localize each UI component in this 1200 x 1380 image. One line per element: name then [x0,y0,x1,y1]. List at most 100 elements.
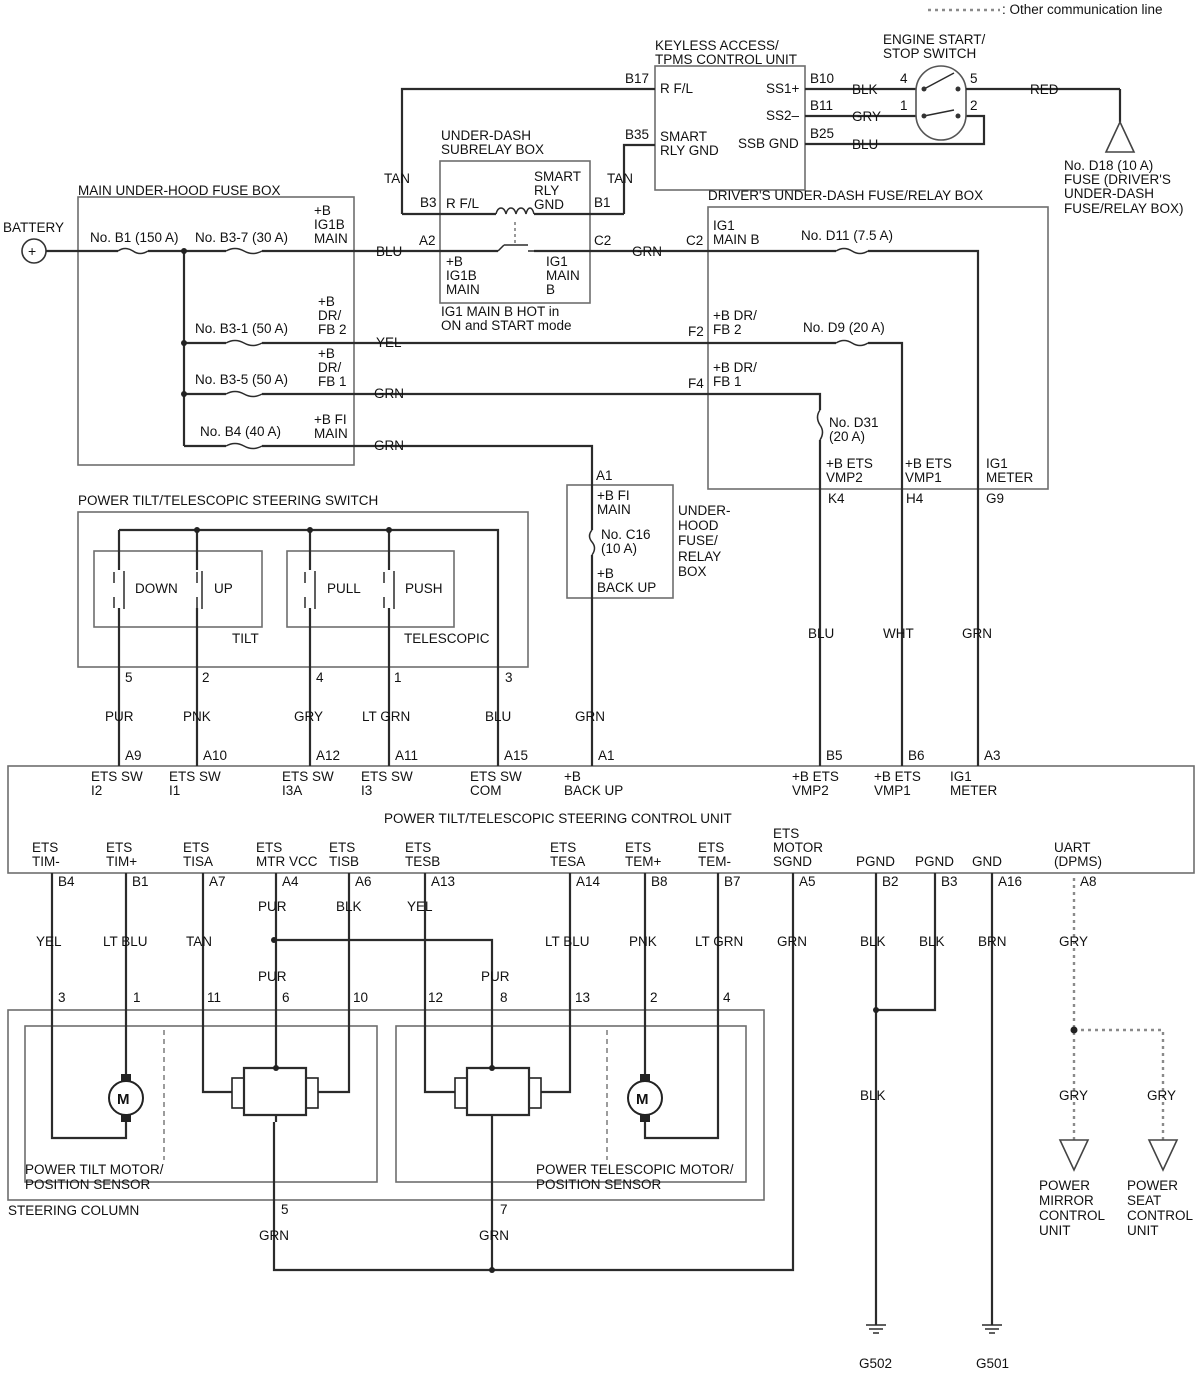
sw-pin-4: 4 [316,670,324,685]
ecu-bot-label-6-1: TESA [550,854,585,869]
ecu-bot-label-4-0: ETS [329,840,355,855]
ecu-top-label-6-b: VMP2 [792,783,829,798]
out1-l1: +B [314,203,331,218]
subrelay-smart-3: GND [534,197,564,212]
mirror-unit-arrow-icon [1058,1139,1090,1172]
sw-push: PUSH [405,581,443,596]
wire-ltblu-tesa: LT BLU [545,934,590,949]
pin-b25: B25 [810,126,834,141]
d11-label: No. D11 (7.5 A) [801,228,893,243]
ecu-bot-label-4-1: TISB [329,854,359,869]
d18-4: FUSE/RELAY BOX) [1064,201,1184,216]
wire-yel-timm: YEL [36,934,62,949]
tilt-title-2: POSITION SENSOR [25,1177,151,1192]
ecu-top-label-5-a: +B [564,769,581,784]
drv-meter-1: IG1 [986,456,1008,471]
ecu-top-label-8-b: METER [950,783,998,798]
uh-title-1: UNDER- [678,503,731,518]
mirror-1: POWER [1039,1178,1090,1193]
subrelay-smart-1: SMART [534,169,581,184]
col-pin-11: 11 [207,990,221,1005]
d9-label: No. D9 (20 A) [803,320,885,335]
uh-c16-1: No. C16 [601,527,651,542]
wire-tan-tisa: TAN [186,934,212,949]
subrelay-title-1: UNDER-DASH [441,128,531,143]
fuse-b3-1-icon [225,339,263,347]
wire-blk-ss1: BLK [852,82,878,97]
fuse-b3-7-label: No. B3-7 (30 A) [195,230,288,245]
keyless-ss1: SS1+ [766,81,800,96]
subrelay-box [439,160,591,304]
ecu-bot-label-9-1: MOTOR [773,840,823,855]
wire-gry-seat: GRY [1147,1088,1176,1103]
col-pin-7: 7 [500,1202,508,1217]
subrelay-smart-2: RLY [534,183,559,198]
ecu-bot-pin-8: B7 [724,874,741,889]
sw-pin-1: 1 [900,98,908,113]
subrelay-ig1main-1: IG1 [546,254,568,269]
sw-pin-5: 5 [970,71,978,86]
ecu-bot-label-0-0: ETS [32,840,58,855]
subrelay-rfl: R F/L [446,196,479,211]
seat-3: CONTROL [1127,1208,1193,1223]
wire-brn-gnd: BRN [978,934,1007,949]
ecu-top-label-2-b: I3A [282,783,302,798]
wire-grn-c2: GRN [632,244,662,259]
ecu-top-label-1-b: I1 [169,783,180,798]
col-pin-6: 6 [282,990,290,1005]
out4-l2: MAIN [314,426,348,441]
out4-l1: +B FI [314,412,347,427]
legend-label: : Other communication line [1002,2,1163,17]
col-pin-1: 1 [133,990,141,1005]
ecu-top-pin-1: A10 [203,748,227,763]
wire-gry-i3a: GRY [294,709,323,724]
subrelay-ig1b-3: MAIN [446,282,480,297]
keyless-smart-2: RLY GND [660,143,719,158]
ecu-bot-pin-3: A4 [282,874,299,889]
ecu-top-pin-7: B6 [908,748,925,763]
driver-box-title: DRIVER'S UNDER-DASH FUSE/RELAY BOX [708,188,983,203]
ecu-bot-label-1-0: ETS [106,840,132,855]
pin-b35: B35 [625,127,649,142]
ecu-top-label-0-b: I2 [91,783,102,798]
pin-b17: B17 [625,71,649,86]
out2-l1: +B [318,294,335,309]
ecu-bot-label-6-0: ETS [550,840,576,855]
uh-title-5: BOX [678,564,707,579]
wire-gry-mirror: GRY [1059,1088,1088,1103]
engine-switch-title-1: ENGINE START/ [883,32,986,47]
wire-blu-ssb: BLU [852,137,878,152]
out1-l2: IG1B [314,217,345,232]
mirror-4: UNIT [1039,1223,1071,1238]
col-pin-3: 3 [58,990,66,1005]
underhood-relay-box [566,484,674,599]
ecu-bot-label-1-1: TIM+ [106,854,137,869]
pin-k4: K4 [828,491,845,506]
wire-blu-vmp2: BLU [808,626,834,641]
keyless-title-2: TPMS CONTROL UNIT [655,52,797,67]
uh-c16-2: (10 A) [601,541,637,556]
sw-pin-2: 2 [202,670,210,685]
col-pin-13: 13 [575,990,590,1005]
fuse-b4-label: No. B4 (40 A) [200,424,281,439]
out3-l2: DR/ [318,360,341,375]
d31-2: (20 A) [829,429,865,444]
pin-a1-upper: A1 [596,468,613,483]
ecu-top-label-0-a: ETS SW [91,769,143,784]
col-pin-10: 10 [353,990,368,1005]
drv-meter-2: METER [986,470,1034,485]
ig1mainb-2: MAIN B [713,232,760,247]
drfb2-1: +B DR/ [713,308,757,323]
sw-tilt: TILT [232,631,259,646]
keyless-title-1: KEYLESS ACCESS/ [655,38,779,53]
column-title: STEERING COLUMN [8,1203,139,1218]
ecu-top-pin-8: A3 [984,748,1001,763]
col-pin-8: 8 [500,990,508,1005]
ecu-bot-pin-1: B1 [132,874,149,889]
uh-title-2: HOOD [678,518,719,533]
d18-1: No. D18 (10 A) [1064,158,1153,173]
wire-grn-backup: GRN [575,709,605,724]
sw-pin-5: 5 [125,670,133,685]
ecu-bot-label-8-1: TEM- [698,854,731,869]
ground-g501-icon [982,1324,1002,1334]
